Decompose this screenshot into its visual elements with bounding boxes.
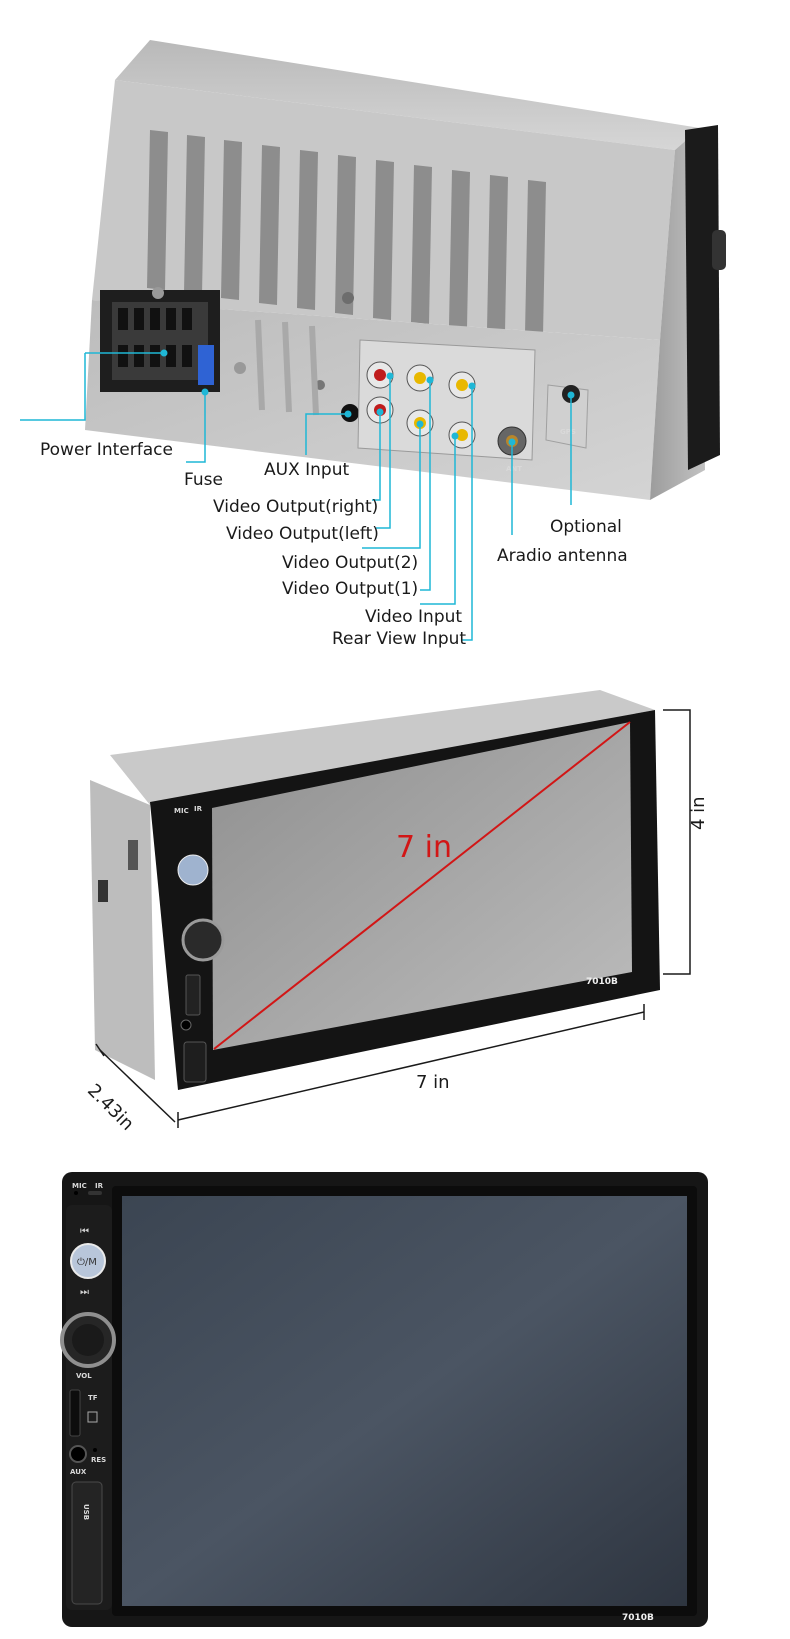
back-view-illustration: ANT GPS [20,40,726,641]
label-video-output-left: Video Output(left) [226,524,379,544]
label-video-output-1: Video Output(1) [282,579,419,599]
ir-label: IR [194,805,203,813]
mic-label: MIC [72,1182,87,1190]
fuse [198,345,214,385]
side-bracket [128,840,138,870]
power-connector [100,290,220,392]
label-aux-input: AUX Input [264,460,350,480]
mode-button-label: ⏻/M [77,1257,97,1268]
usb-port[interactable] [183,1041,207,1083]
usb-label: USB [82,1504,90,1520]
knob-edge [712,230,726,270]
chassis-top [115,40,700,150]
reset-hole[interactable] [93,1448,97,1452]
tf-card-icon [87,1411,98,1423]
diagonal-line [213,721,631,1050]
aux-jack [69,1445,87,1463]
vol-label: VOL [76,1372,92,1380]
front-view-panel: MIC IR ⏮ ⏻/M ⏭ VOL TF RES AUX USB 7010B [0,1160,790,1639]
next-track-icon[interactable]: ⏭ [80,1287,89,1298]
ir-label: IR [95,1182,104,1190]
volume-knob-center [72,1324,104,1356]
mic-hole [74,1191,78,1195]
aux-label: AUX [70,1468,87,1476]
screw [342,292,354,304]
model-label: 7010B [586,977,618,987]
res-label: RES [91,1456,106,1464]
back-view-panel: ANT GPS Power Interface Fus [0,0,790,690]
label-power-interface: Power Interface [40,440,173,460]
label-radio-antenna: Aradio antenna [497,546,628,566]
mode-button[interactable] [177,854,209,886]
label-fuse: Fuse [184,470,223,490]
model-label: 7010B [622,1613,654,1623]
chassis-top [110,690,655,805]
label-video-output-right: Video Output(right) [213,497,379,517]
screw [234,362,246,374]
callout-lines [20,352,572,641]
ir-window [88,1191,102,1195]
ant-imprint: ANT [506,465,522,473]
chassis-side [90,780,155,1080]
label-rear-view-input: Rear View Input [332,629,467,649]
callout-dots [160,349,575,446]
width-dimension: 7 in [416,1072,450,1093]
height-dimension: 4 in [688,796,709,830]
tf-slot [69,1389,81,1437]
tf-label: TF [88,1394,98,1402]
mic-label: MIC [174,807,189,815]
usb-port[interactable] [71,1481,103,1605]
diagonal-dimension: 7 in [396,830,452,865]
dimension-panel: MIC IR 7010B 7 in 7 in 4 in 2.43in [0,690,790,1160]
embossed-ribs [255,319,319,416]
label-video-input: Video Input [365,607,463,627]
gps-imprint: GPS [560,428,576,436]
screw [152,287,164,299]
cooling-fins [147,130,546,336]
rca-plate [357,339,536,461]
front-bezel-edge [685,125,720,470]
front-view-illustration: MIC IR ⏮ ⏻/M ⏭ VOL TF RES AUX USB 7010B [60,1172,708,1627]
aux-jack [180,1019,192,1031]
tf-slot [185,974,201,1016]
volume-knob[interactable] [181,918,225,962]
prev-track-icon[interactable]: ⏮ [80,1226,89,1237]
dimension-illustration: MIC IR 7010B [90,690,691,1128]
screen [122,1196,687,1606]
side-bracket [98,880,108,902]
dimension-lines [95,709,691,1128]
label-video-output-2: Video Output(2) [282,553,419,573]
label-optional: Optional [550,517,622,537]
mode-button[interactable] [70,1243,106,1279]
